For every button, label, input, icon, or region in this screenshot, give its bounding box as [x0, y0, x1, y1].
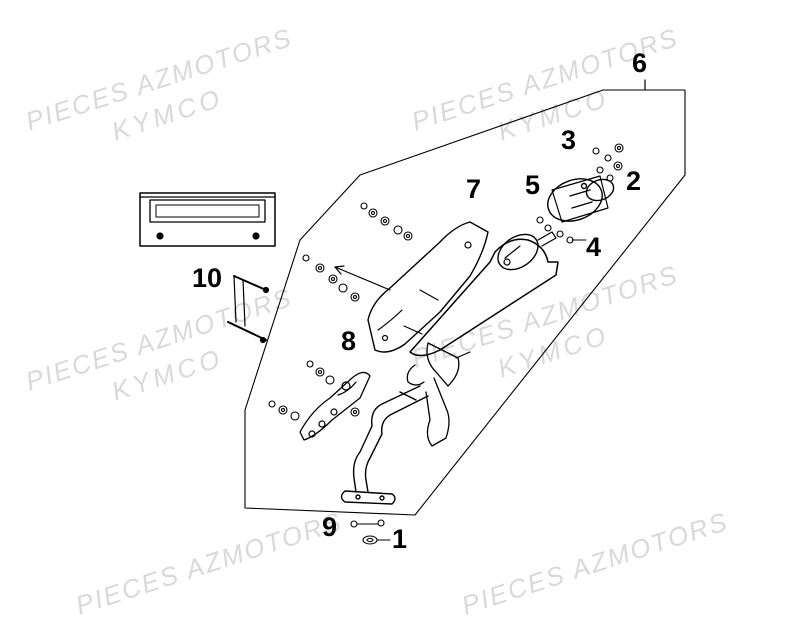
small-parts [536, 143, 624, 244]
bottom-fasteners [350, 519, 391, 545]
callout-9: 9 [322, 512, 338, 542]
gasket-8 [299, 371, 371, 441]
diagram-drawing [139, 79, 686, 545]
bolt-set-10 [227, 275, 270, 344]
callout-6: 6 [632, 48, 648, 78]
muffler-body [406, 231, 559, 447]
assembly-outline [244, 89, 686, 516]
fastener-set [302, 202, 413, 302]
exhaust-pipe [340, 385, 429, 505]
callout-10: 10 [192, 263, 223, 293]
direction-arrow [334, 266, 391, 291]
callout-8: 8 [341, 326, 357, 356]
callout-7: 7 [466, 174, 482, 204]
end-cap-5 [547, 175, 615, 223]
callout-3: 3 [561, 125, 577, 155]
callout-4: 4 [586, 232, 602, 262]
exploded-parts-diagram: PIECES AZMOTORS KYMCO PIECES AZMOTORS KY… [22, 22, 732, 621]
label-plate [139, 192, 276, 247]
callout-1: 1 [392, 524, 408, 554]
fastener-set [268, 360, 360, 421]
callout-5: 5 [525, 170, 541, 200]
callout-2: 2 [626, 166, 642, 196]
heat-shield-7 [334, 221, 489, 353]
